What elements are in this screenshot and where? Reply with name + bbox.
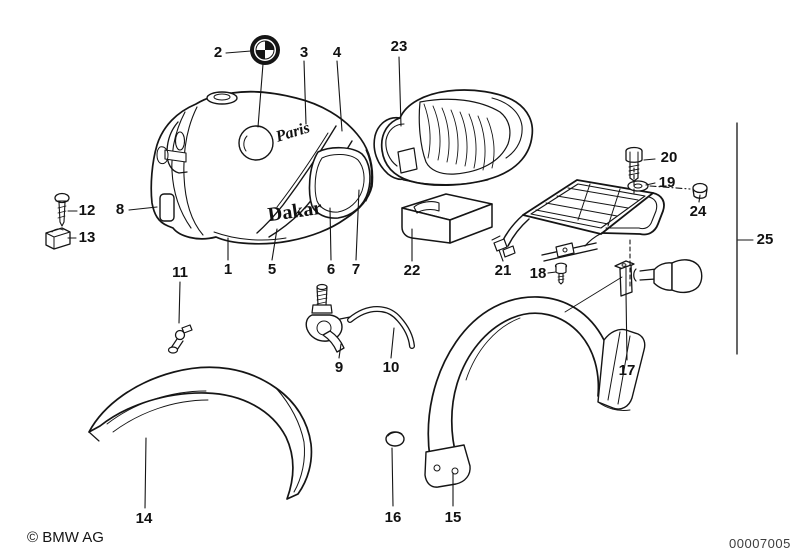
seat-drawing — [373, 89, 534, 186]
callout-3[interactable]: 3 — [299, 44, 309, 61]
bmw-roundel-icon — [250, 35, 280, 65]
callout-6[interactable]: 6 — [326, 261, 336, 278]
fuel-tank-drawing — [150, 90, 374, 245]
callout-23[interactable]: 23 — [390, 38, 408, 55]
callout-8[interactable]: 8 — [115, 201, 125, 218]
callout-18[interactable]: 18 — [529, 265, 547, 282]
callout-11[interactable]: 11 — [172, 264, 188, 281]
callout-22[interactable]: 22 — [403, 262, 421, 279]
drawing-number: 00007005 — [729, 536, 791, 551]
callout-7[interactable]: 7 — [351, 261, 361, 278]
fuel-tap-drawing — [305, 283, 351, 353]
vent-fitting-drawing — [167, 324, 193, 354]
front-fender-drawing — [88, 366, 313, 500]
callout-9[interactable]: 9 — [334, 359, 344, 376]
callout-24[interactable]: 24 — [689, 203, 707, 220]
callout-16[interactable]: 16 — [384, 509, 402, 526]
callout-15[interactable]: 15 — [444, 509, 462, 526]
callout-20[interactable]: 20 — [660, 149, 678, 166]
callout-1[interactable]: 1 — [223, 261, 233, 278]
luggage-rack-drawing — [491, 179, 665, 262]
callout-2[interactable]: 2 — [213, 44, 223, 61]
callout-12[interactable]: 12 — [78, 202, 96, 219]
fuel-hose-drawing — [347, 306, 415, 349]
rear-fender-drawing — [424, 296, 646, 488]
screw-clip-drawing — [45, 192, 71, 250]
leader-lines — [67, 50, 754, 509]
turn-signal-drawing — [614, 259, 703, 297]
callout-25[interactable]: 25 — [756, 231, 774, 248]
callout-21[interactable]: 21 — [494, 262, 512, 279]
callout-13[interactable]: 13 — [78, 229, 96, 246]
callout-4[interactable]: 4 — [332, 44, 342, 61]
tool-box-drawing — [401, 193, 493, 244]
fasteners-drawing — [554, 146, 708, 285]
callout-10[interactable]: 10 — [382, 359, 400, 376]
callout-19[interactable]: 19 — [658, 174, 676, 191]
plug-drawing — [385, 431, 405, 447]
callout-5[interactable]: 5 — [267, 261, 277, 278]
callout-14[interactable]: 14 — [135, 510, 153, 527]
copyright-notice: © BMW AG — [27, 529, 104, 546]
callout-17[interactable]: 17 — [618, 362, 636, 379]
